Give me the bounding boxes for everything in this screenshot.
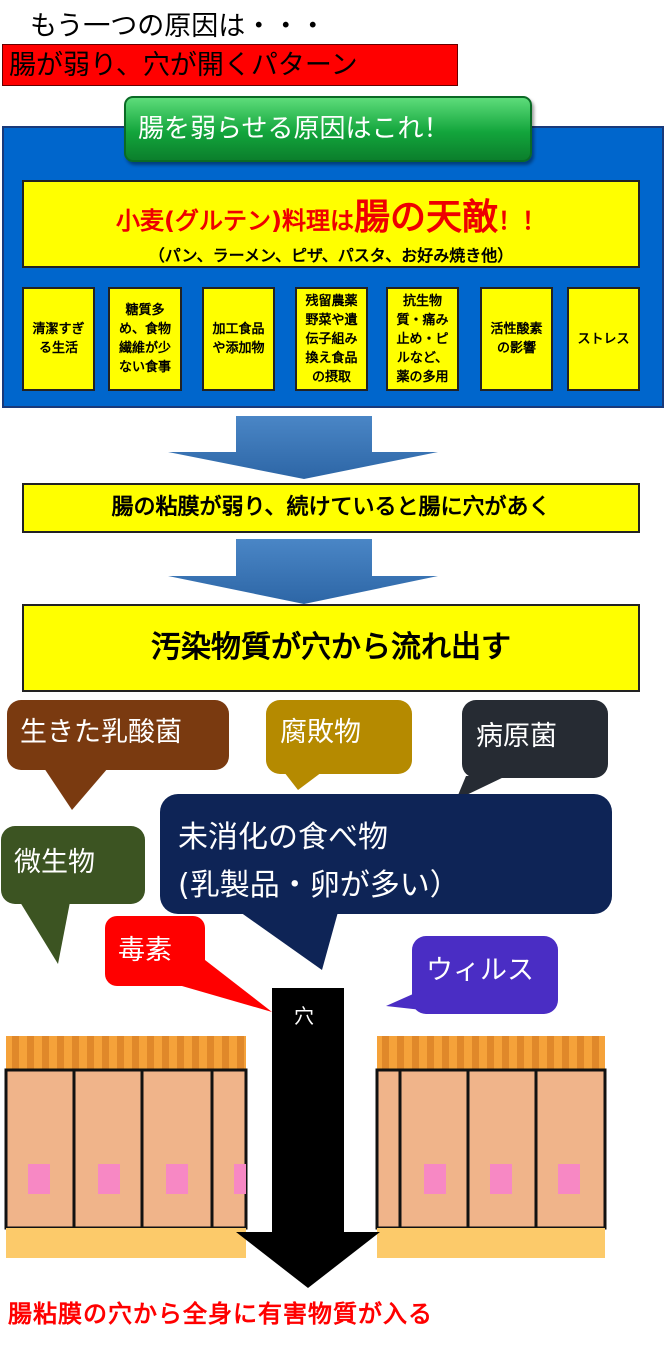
bubble-pathogen-text: 病原菌 (476, 721, 557, 752)
cause-box-7: ストレス (567, 287, 640, 391)
bubble-rotten (266, 700, 412, 790)
bubble-lactic (7, 700, 229, 810)
cause-box-5: 抗生物質・痛み止め・ピルなど、薬の多用 (386, 287, 459, 391)
heading: もう一つの原因は・・・ (30, 11, 327, 42)
bubble-microbe-text: 微生物 (14, 847, 95, 878)
down-arrow-1 (168, 416, 438, 479)
tissue-left (4, 1036, 248, 1258)
bubble-undigested (160, 794, 612, 970)
cause-box-3: 加工食品や添加物 (202, 287, 275, 391)
bubble-undigested-text-2: (乳製品・卵が多い） (178, 868, 460, 903)
bubble-toxin (105, 916, 272, 1012)
bubble-toxin-text: 毒素 (118, 935, 172, 966)
down-arrow-2 (168, 539, 438, 604)
bubble-virus-text: ウィルス (426, 955, 534, 986)
cause-box-4: 残留農薬野菜や遺伝子組み換え食品の摂取 (295, 287, 368, 391)
step-contaminants-leak: 汚染物質が穴から流れ出す (22, 604, 640, 692)
bubble-lactic-text: 生きた乳酸菌 (20, 717, 182, 748)
cause-box-1: 清潔すぎる生活 (22, 287, 95, 391)
footer-conclusion: 腸粘膜の穴から全身に有害物質が入る (8, 1300, 433, 1328)
hole-label: 穴 (294, 1004, 314, 1028)
bubble-undigested-text-1: 未消化の食べ物 (178, 820, 388, 855)
hole-arrow (236, 988, 380, 1288)
bubble-microbe (1, 826, 145, 964)
wheat-warning-box: 小麦(グルテン)料理は腸の天敵！！ （パン、ラーメン、ピザ、パスタ、お好み焼き他… (22, 180, 640, 268)
cause-box-2: 糖質多め、食物繊維が少ない食事 (108, 287, 182, 391)
subtitle-banner: 腸が弱り、穴が開くパターン (2, 44, 458, 86)
step-mucosa-weakens: 腸の粘膜が弱り、続けていると腸に穴があく (22, 483, 640, 533)
wheat-warning-note: （パン、ラーメン、ピザ、パスタ、お好み焼き他） (148, 246, 514, 265)
bubble-virus (386, 936, 558, 1014)
cause-box-6: 活性酸素の影響 (480, 287, 553, 391)
wheat-warning-title: 小麦(グルテン)料理は腸の天敵！！ (116, 197, 546, 238)
cause-header-button: 腸を弱らせる原因はこれ！ (124, 96, 532, 162)
tissue-right (375, 1036, 607, 1258)
bubble-rotten-text: 腐敗物 (280, 717, 361, 748)
